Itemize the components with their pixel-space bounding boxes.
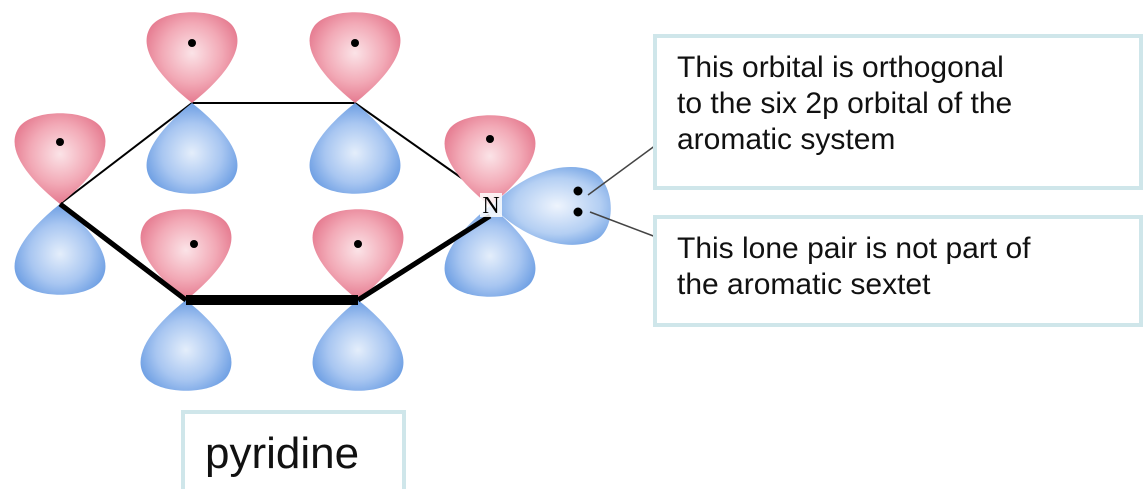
leader-line-lone-pair bbox=[589, 211, 657, 238]
orbital-top-lobe bbox=[146, 12, 238, 103]
ring-bonds bbox=[58, 102, 492, 305]
orbital-bottom-lobe bbox=[312, 300, 404, 391]
orbital-top-lobe bbox=[312, 209, 404, 300]
lone-pair-electron bbox=[573, 207, 583, 217]
orbital-bottom-lobe bbox=[140, 300, 232, 391]
callout-line: the aromatic sextet bbox=[677, 268, 931, 301]
leader-line-orbital bbox=[587, 144, 657, 196]
callout-line: to the six 2p orbital of the bbox=[677, 87, 1013, 120]
lone-pair-dots-icon bbox=[573, 186, 583, 217]
diagram-caption: pyridine bbox=[181, 410, 406, 489]
callout-line: This lone pair is not part of bbox=[677, 232, 1031, 265]
electron-dot bbox=[188, 39, 196, 47]
orbital-top-lobe bbox=[309, 12, 401, 103]
callout-line: aromatic system bbox=[677, 123, 896, 156]
callout-orthogonal-orbital: This orbital is orthogonal to the six 2p… bbox=[653, 34, 1143, 190]
orbital-top-lobe bbox=[444, 115, 536, 206]
lone-pair-orbital bbox=[492, 167, 611, 245]
bond-c6-n-overlay bbox=[356, 213, 492, 303]
electron-dot bbox=[56, 138, 64, 146]
callout-lone-pair: This lone pair is not part of the aromat… bbox=[653, 215, 1143, 327]
orbital-bottom-lobe bbox=[14, 204, 106, 295]
lone-pair-electron bbox=[573, 186, 583, 196]
p-orbital-lobe-pair-icon bbox=[140, 209, 232, 391]
atom-label-backdrop bbox=[480, 193, 502, 217]
callout-line: This orbital is orthogonal bbox=[677, 51, 1004, 84]
orbital-bottom-lobe bbox=[146, 103, 238, 194]
electron-dot bbox=[190, 240, 198, 248]
atom-label-n: N bbox=[482, 193, 499, 219]
p-orbital-lobe-pair-icon bbox=[309, 12, 401, 194]
orbital-bottom-lobe bbox=[309, 103, 401, 194]
orbital-top-lobe bbox=[140, 209, 232, 300]
orbital-top-lobe bbox=[14, 113, 106, 204]
bond-c2-c3 bbox=[59, 102, 193, 205]
p-orbital-lobe-pair-icon bbox=[146, 12, 238, 194]
electron-dot bbox=[486, 135, 494, 143]
p-orbital-lobe-pair-icon bbox=[14, 113, 106, 295]
bond-c2-c1-overlay bbox=[58, 202, 188, 302]
electron-dot bbox=[354, 240, 362, 248]
p-orbital-lobe-pair-icon bbox=[312, 209, 404, 391]
electron-dot bbox=[351, 39, 359, 47]
